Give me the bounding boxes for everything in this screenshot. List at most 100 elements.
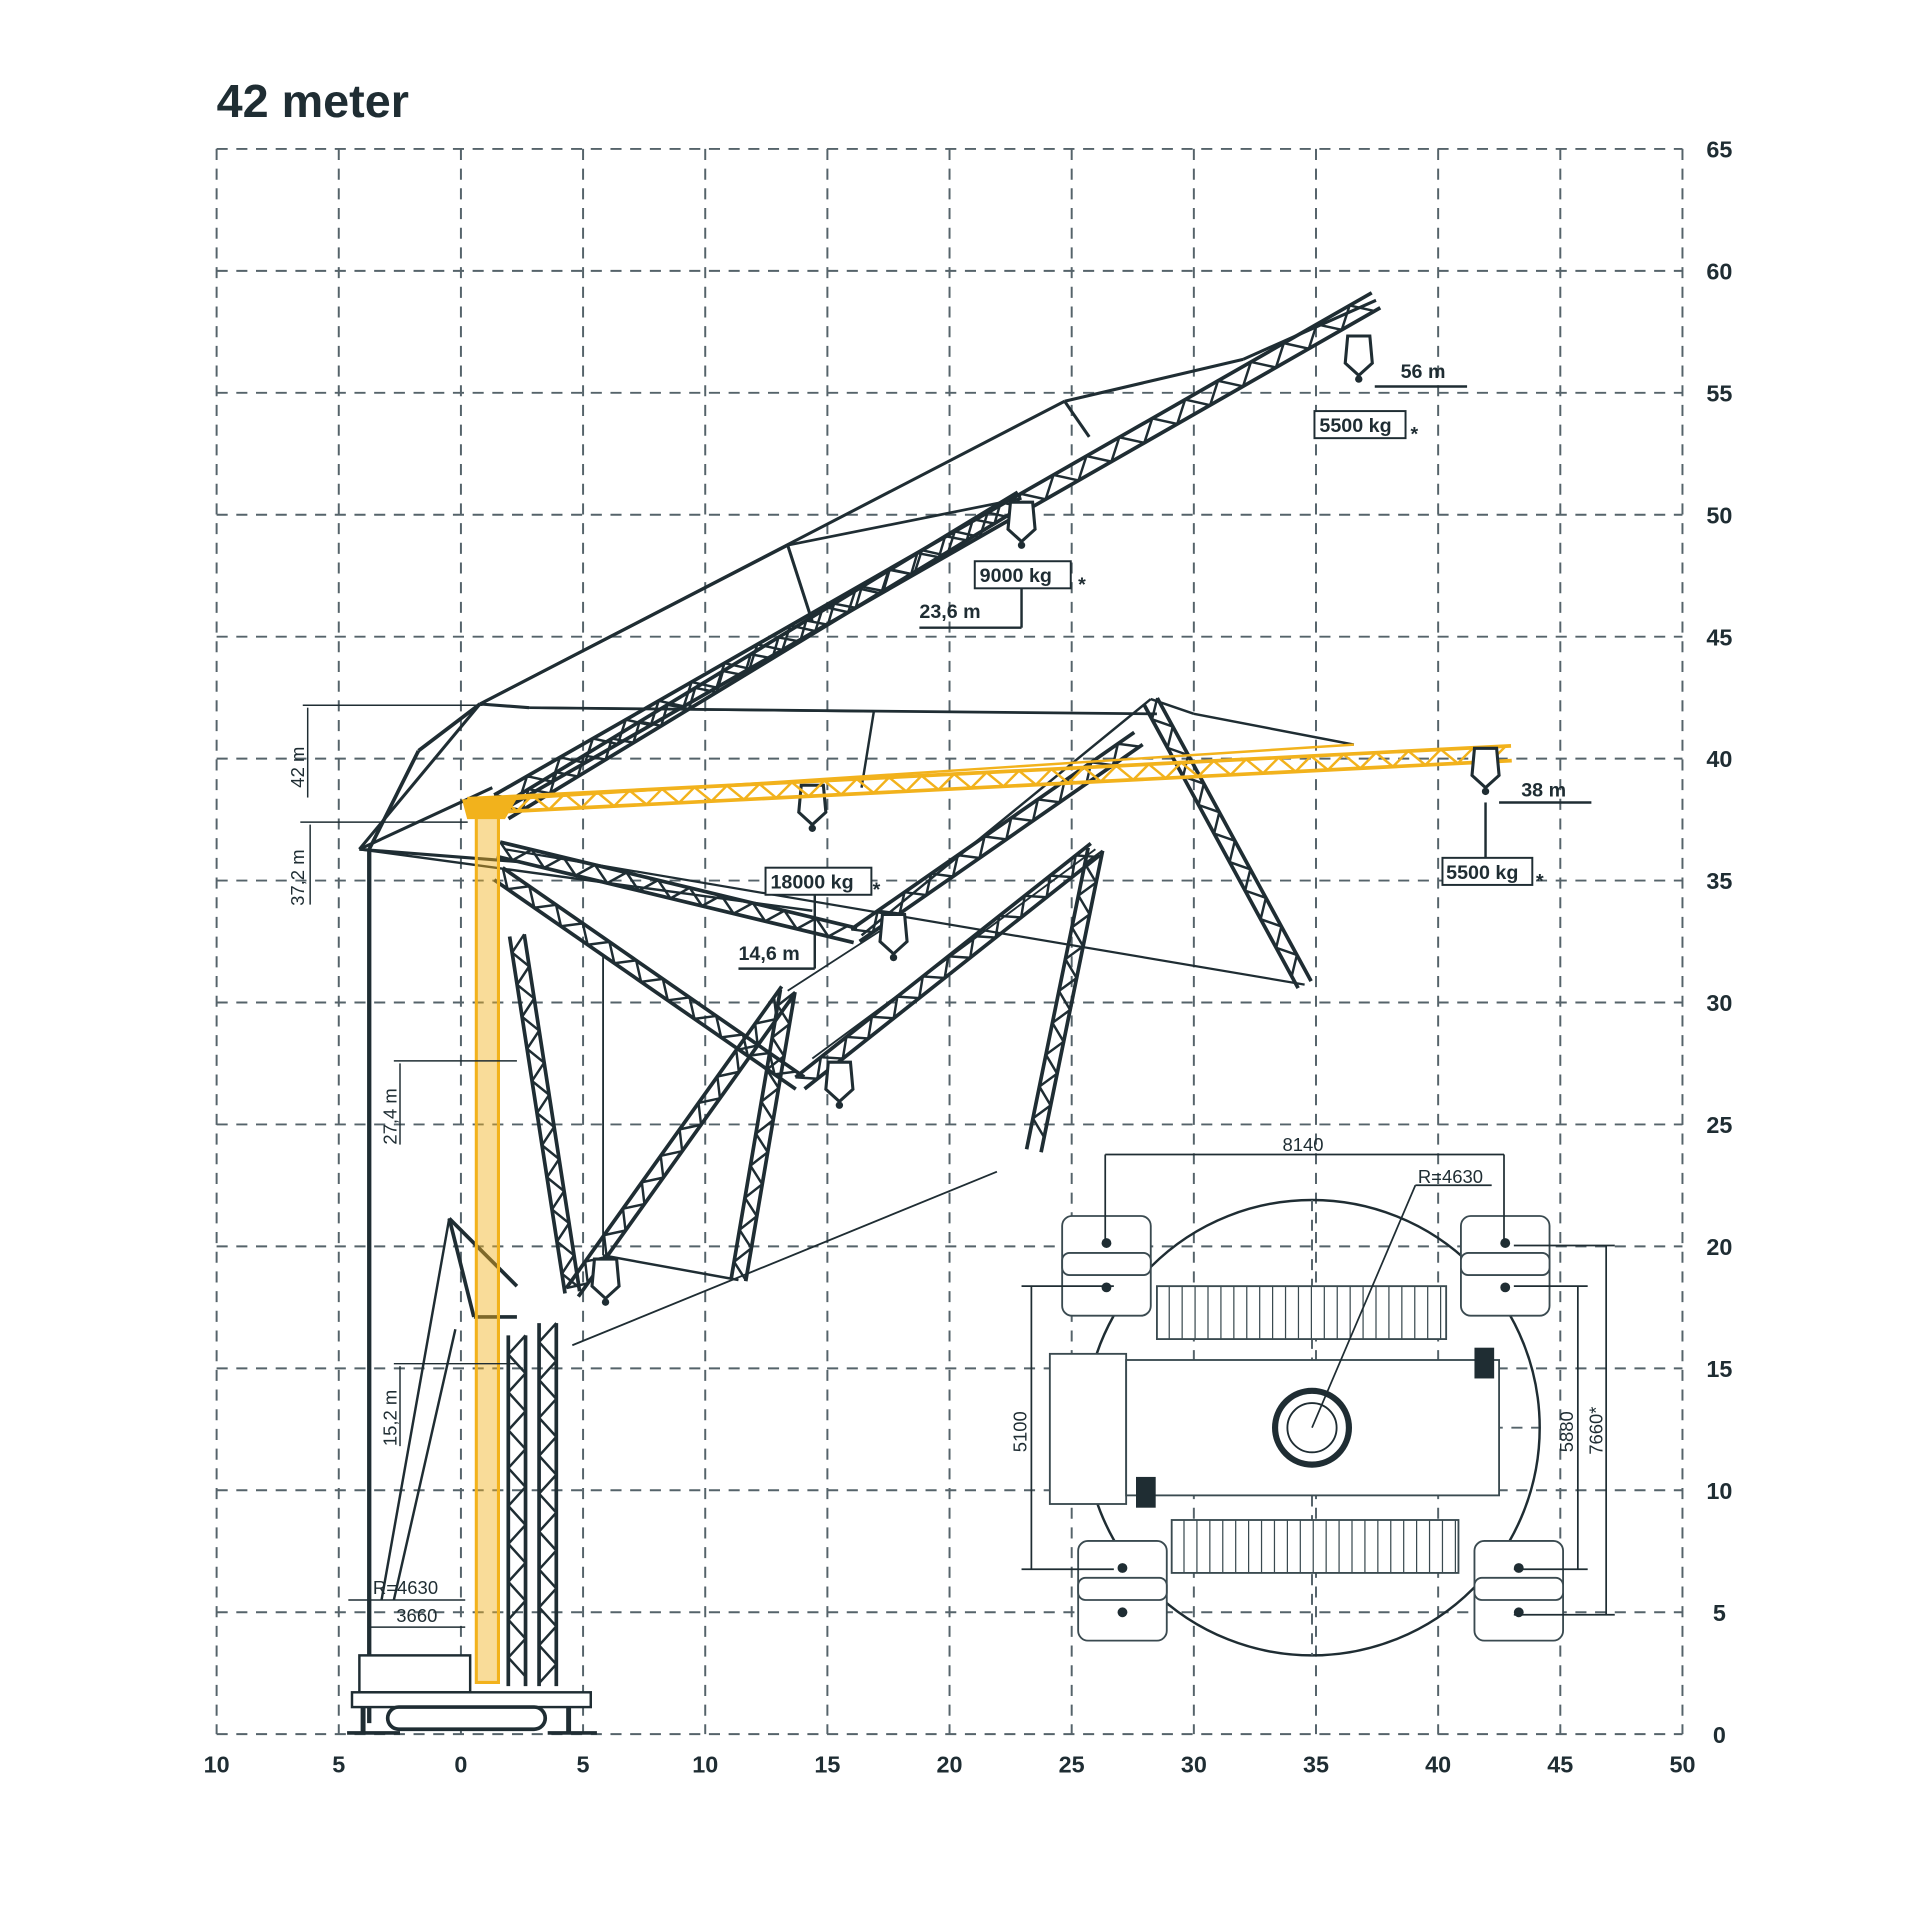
boom-lacing [510,933,580,1289]
hook-position [824,1060,855,1109]
hook-block [1470,746,1501,790]
luffing-boom-56m [493,291,1382,812]
y-tick-label: 55 [1706,380,1732,406]
guy-line [860,698,1152,937]
tower-support [506,1334,528,1687]
guy-line [479,543,789,706]
boom-lacing [506,1334,528,1678]
load-note: * [873,879,881,901]
radius-label: 38 m [1521,779,1566,801]
y-tick-label: 20 [1706,1234,1732,1260]
x-tick-label: 10 [692,1751,718,1777]
hook-block [878,912,909,956]
hook-block [1006,500,1037,544]
horizontal-jib-38m [466,744,1512,816]
boom-chord [794,841,1092,1079]
load-note: * [1078,574,1086,596]
outrigger-beam [1077,1576,1168,1601]
boom-chord [1039,850,1105,1153]
guy-line [602,1254,739,1282]
chassis [350,1691,592,1709]
boom-chord [803,853,1102,1091]
height-27-4: 27,4 m [379,1088,400,1144]
guy-line [479,702,530,710]
boom-lacing [566,997,778,1290]
y-tick-label: 45 [1706,624,1732,650]
height-42: 42 m [287,747,308,788]
guy-line [447,1218,476,1318]
jib-head [461,796,519,820]
guy-line [1064,357,1244,403]
boom-lacing [732,991,796,1281]
radius-label: 23,6 m [919,601,980,623]
boom-lacing [500,501,1023,812]
base-radius: R=4630 [373,1577,438,1598]
x-tick-label: 25 [1059,1751,1085,1777]
jack-icon [1101,1238,1112,1248]
jib-section [1142,697,1313,990]
crane-drawing [347,291,1512,1735]
crawler-track [385,1705,548,1732]
outrigger-beam [1473,1576,1565,1601]
jib-section [850,730,1144,943]
boom-chord [507,936,567,1294]
load-note: * [1536,870,1544,892]
boom-chord [501,306,1382,812]
y-tick-label: 50 [1706,502,1732,528]
jib-section [1024,847,1105,1153]
hook-38m [1470,746,1501,796]
x-tick-label: 50 [1669,1751,1695,1777]
boom-lacing [493,304,1375,802]
x-tick-label: 0 [454,1751,467,1777]
guy-line [447,1217,519,1288]
load-38m: 38 m 5500 kg * [1441,779,1592,892]
x-tick-label: 45 [1547,1751,1573,1777]
cab [358,1654,472,1694]
y-tick-label: 60 [1706,258,1732,284]
grid [215,147,1684,1736]
guy-line [359,847,518,864]
y-tick-label: 30 [1706,990,1732,1016]
height-37-2: 37,2 m [287,849,308,905]
boom-chord [467,758,1512,816]
boom-chord [576,993,796,1298]
load-note: * [1410,424,1418,446]
hook-position [878,912,909,962]
y-tick-label: 25 [1706,1112,1732,1138]
boom-lacing [499,841,849,939]
jack-icon [1101,1282,1112,1293]
top-view-dimensions: 8140 R=4630 5100 5880 7660* [1009,1134,1606,1455]
boom-chord [501,866,806,1079]
x-tick-label: 5 [332,1751,345,1777]
y-tick-label: 35 [1706,868,1732,894]
height-dimensions: 42 m 37,2 m 27,4 m 15,2 m R=4630 3660 [287,704,517,1628]
guy-line [786,544,814,623]
boom-lacing [795,854,1098,1081]
x-tick-label: 10 [204,1751,230,1777]
hook-position [590,1257,621,1306]
boom-chord [522,933,582,1292]
x-tick-label: 30 [1181,1751,1207,1777]
hook-icon [1017,541,1026,549]
y-tick-label: 40 [1706,746,1732,772]
boom-chord [496,854,855,945]
boom-chord [499,840,858,931]
hook-icon [601,1298,610,1306]
counterweight [1048,1352,1128,1505]
diagram-title: 42 meter [217,75,409,127]
boom-section [496,840,858,945]
hook-block [824,1060,855,1104]
hook-23-6m [1006,500,1037,549]
guy-line [787,922,893,992]
hook-icon [835,1101,844,1109]
hook-icon [1481,787,1490,796]
load-label: 5500 kg [1319,415,1391,437]
boom-section [507,933,582,1294]
load-label: 5500 kg [1446,862,1518,884]
boom-chord [493,878,797,1091]
hook-icon [1355,375,1363,383]
top-view-inset [1021,1153,1615,1657]
